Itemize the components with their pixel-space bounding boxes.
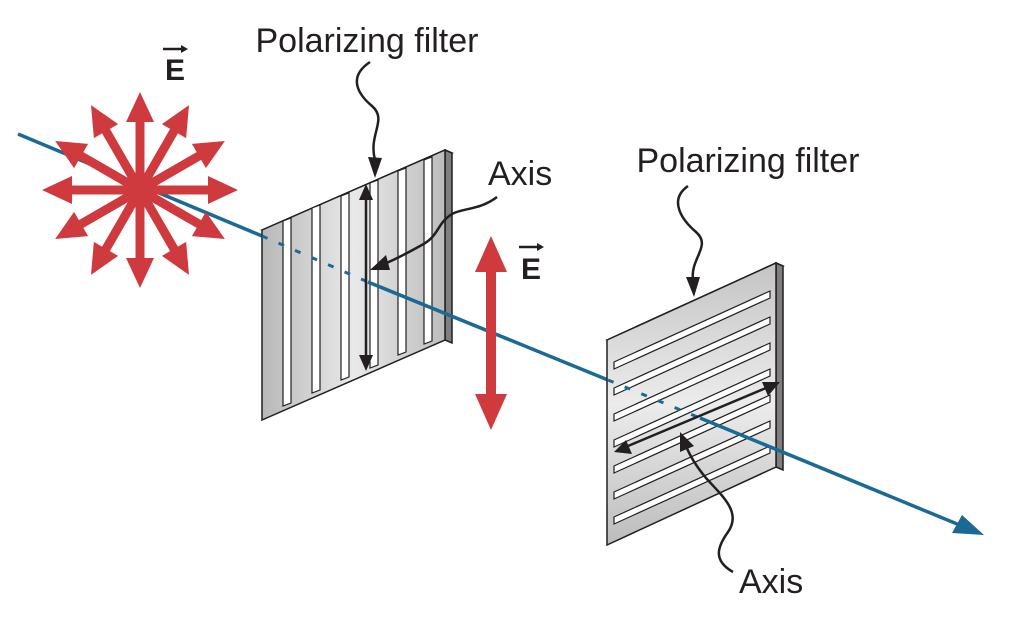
polarizing-filter-2 [605, 261, 785, 547]
axis-2-leader [684, 445, 734, 574]
axis-1-leader [383, 195, 498, 266]
efield-vector-label-2: E [519, 243, 544, 286]
axis-2-leader-head [680, 432, 694, 452]
polarized-efield-arrow [475, 236, 507, 430]
filter-1-label: Polarizing filter [256, 22, 479, 60]
polarizing-filter-1 [260, 148, 454, 422]
filter-1-axis-arrow [359, 184, 373, 371]
unpolarized-efield-arrows [42, 92, 238, 288]
filter-2-label: Polarizing filter [637, 142, 860, 180]
axis-2-label: Axis [739, 563, 803, 601]
efield-vector-label-1: E [163, 45, 188, 87]
filter-1-leader-head [368, 157, 382, 178]
light-beam-outgoing [699, 416, 963, 528]
filter-2-leader [676, 184, 703, 281]
axis-1-label: Axis [488, 155, 552, 193]
beam-arrowhead [952, 515, 984, 535]
filter-2-axis-arrow [614, 382, 780, 454]
svg-text:E: E [521, 253, 541, 286]
axis-1-leader-head [370, 255, 390, 270]
filter-2-leader-head [686, 277, 700, 297]
svg-text:E: E [165, 54, 185, 87]
filter-1-leader [355, 60, 380, 161]
